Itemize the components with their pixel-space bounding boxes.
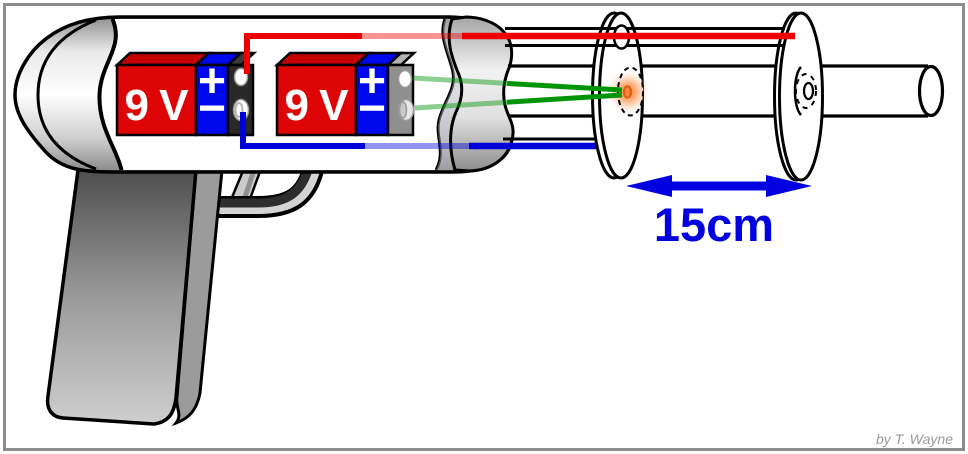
grip-front-face [45, 168, 198, 426]
interior-wires [240, 33, 508, 149]
right-flange-hidden-circle [795, 73, 817, 109]
battery-1: 9 V + − [113, 51, 258, 137]
battery-2-minus-symbol: − [358, 82, 386, 135]
blue-wire-interior [240, 112, 365, 149]
green-wire-upper [506, 80, 623, 93]
red-wire-interior [244, 33, 362, 74]
battery-1-terminal-neg-inner [234, 102, 244, 118]
battery-2-terminal-pos [397, 69, 413, 89]
gun-grip-group [45, 159, 324, 427]
green-wire-upper-hidden [412, 75, 508, 86]
battery-1-top-red [113, 51, 213, 67]
dimension-label: 15cm [654, 198, 774, 251]
battery-1-voltage-label: 9 V [124, 81, 189, 130]
battery-2-top-red [273, 51, 373, 67]
dimension-arrow-head-left [626, 175, 672, 197]
green-wire-lower-hidden [414, 99, 508, 111]
battery-1-plus-symbol: + [198, 55, 226, 108]
battery-2-terminal-neg-inner [398, 101, 408, 119]
muzzle-opening [917, 64, 945, 118]
igniter-ring [622, 85, 633, 99]
cutaway-left-edge [98, 18, 124, 171]
battery-2: 9 V + − [273, 51, 418, 137]
body-translucent-band [436, 19, 462, 170]
green-wire-lower [506, 92, 623, 105]
trigger-guard-band [193, 165, 313, 208]
battery-1-minus-symbol: − [198, 82, 226, 135]
cutaway-right-edge [434, 18, 455, 171]
credit-text: by T. Wayne [876, 431, 953, 447]
right-flange [778, 11, 824, 182]
right-flange-center-hole [802, 81, 815, 101]
grip-side-face [171, 168, 224, 427]
battery-2-voltage-label: 9 V [284, 81, 349, 130]
battery-2-plus-symbol: + [358, 55, 386, 108]
endcap-outer-curve [36, 18, 97, 171]
dimension-arrow-head-right [766, 175, 812, 197]
battery-2-blue-face [354, 63, 390, 137]
barrel-assembly [462, 11, 945, 182]
battery-2-red-face [275, 63, 358, 137]
dimension-annotation: 15cm [626, 175, 812, 251]
